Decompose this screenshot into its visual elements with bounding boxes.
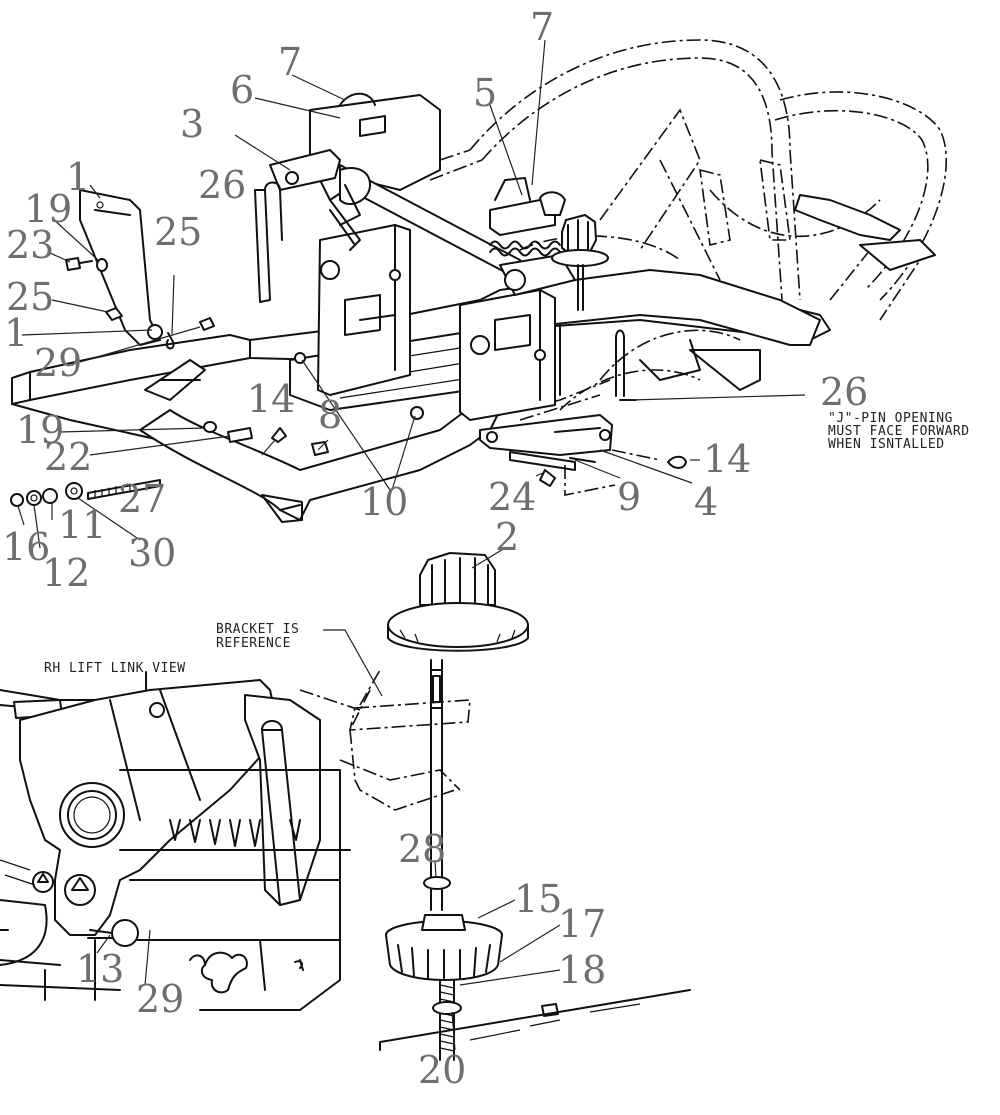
callout-23: 23 [6, 223, 54, 267]
callout-10: 10 [360, 480, 408, 524]
callout-22: 22 [44, 435, 92, 479]
callout-19-top: 19 [24, 187, 72, 231]
callout-29-top: 29 [34, 341, 82, 385]
callout-24: 24 [488, 475, 536, 519]
callout-4: 4 [694, 480, 718, 524]
callout-14-left: 14 [247, 377, 295, 421]
callout-15: 15 [514, 877, 562, 921]
notes: "J"-PIN OPENING MUST FACE FORWARD WHEN I… [44, 411, 970, 676]
callout-16: 16 [2, 525, 50, 569]
callout-19-lower: 19 [16, 408, 64, 452]
lift-brackets [79, 92, 556, 421]
callout-13: 13 [76, 947, 124, 991]
callout-2: 2 [495, 515, 519, 559]
leader-lines [17, 39, 806, 1051]
j-pin-left [254, 181, 283, 303]
callout-12: 12 [42, 551, 90, 595]
rh-lift-link-view-label: RH LIFT LINK VIEW [44, 661, 186, 676]
height-knob-small [551, 214, 609, 311]
lift-shaft [269, 149, 576, 296]
right-hardware [479, 329, 687, 496]
callout-6: 6 [230, 68, 254, 112]
j-pin-note-line-3: WHEN ISNTALLED [828, 437, 945, 452]
callout-3: 3 [180, 102, 204, 146]
callout-5: 5 [473, 71, 497, 115]
callout-26-right: 26 [820, 370, 868, 414]
callout-8: 8 [318, 393, 342, 437]
callout-18: 18 [558, 948, 606, 992]
callout-30: 30 [128, 531, 176, 575]
callout-1-top: 1 [66, 155, 90, 199]
left-hardware [10, 257, 424, 507]
bracket-note-line-1: BRACKET IS [216, 622, 299, 637]
bracket-note-line-2: REFERENCE [216, 636, 291, 651]
callout-29-lower: 29 [136, 977, 184, 1021]
rh-lift-link-view [0, 671, 351, 1011]
j-pin-note-line-1: "J"-PIN OPENING [828, 411, 953, 426]
callout-26-left: 26 [198, 163, 246, 207]
callout-9: 9 [617, 475, 641, 519]
callout-1-mid: 1 [4, 311, 28, 355]
callout-7-top-right: 7 [530, 5, 554, 49]
callout-25-left: 25 [6, 275, 54, 319]
callout-27: 27 [118, 477, 166, 521]
j-pin-note-line-2: MUST FACE FORWARD [828, 424, 970, 439]
callout-7-top-left: 7 [278, 40, 302, 84]
callout-17: 17 [558, 902, 606, 946]
callout-28: 28 [398, 827, 446, 871]
callout-11: 11 [58, 503, 106, 547]
callouts: 7 6 3 7 5 26 1 19 23 25 25 1 29 14 8 19 … [2, 5, 868, 1092]
callout-14-right: 14 [703, 437, 751, 481]
callout-25-top: 25 [154, 210, 202, 254]
height-adjust-assembly [299, 552, 691, 1061]
callout-20: 20 [418, 1048, 466, 1092]
